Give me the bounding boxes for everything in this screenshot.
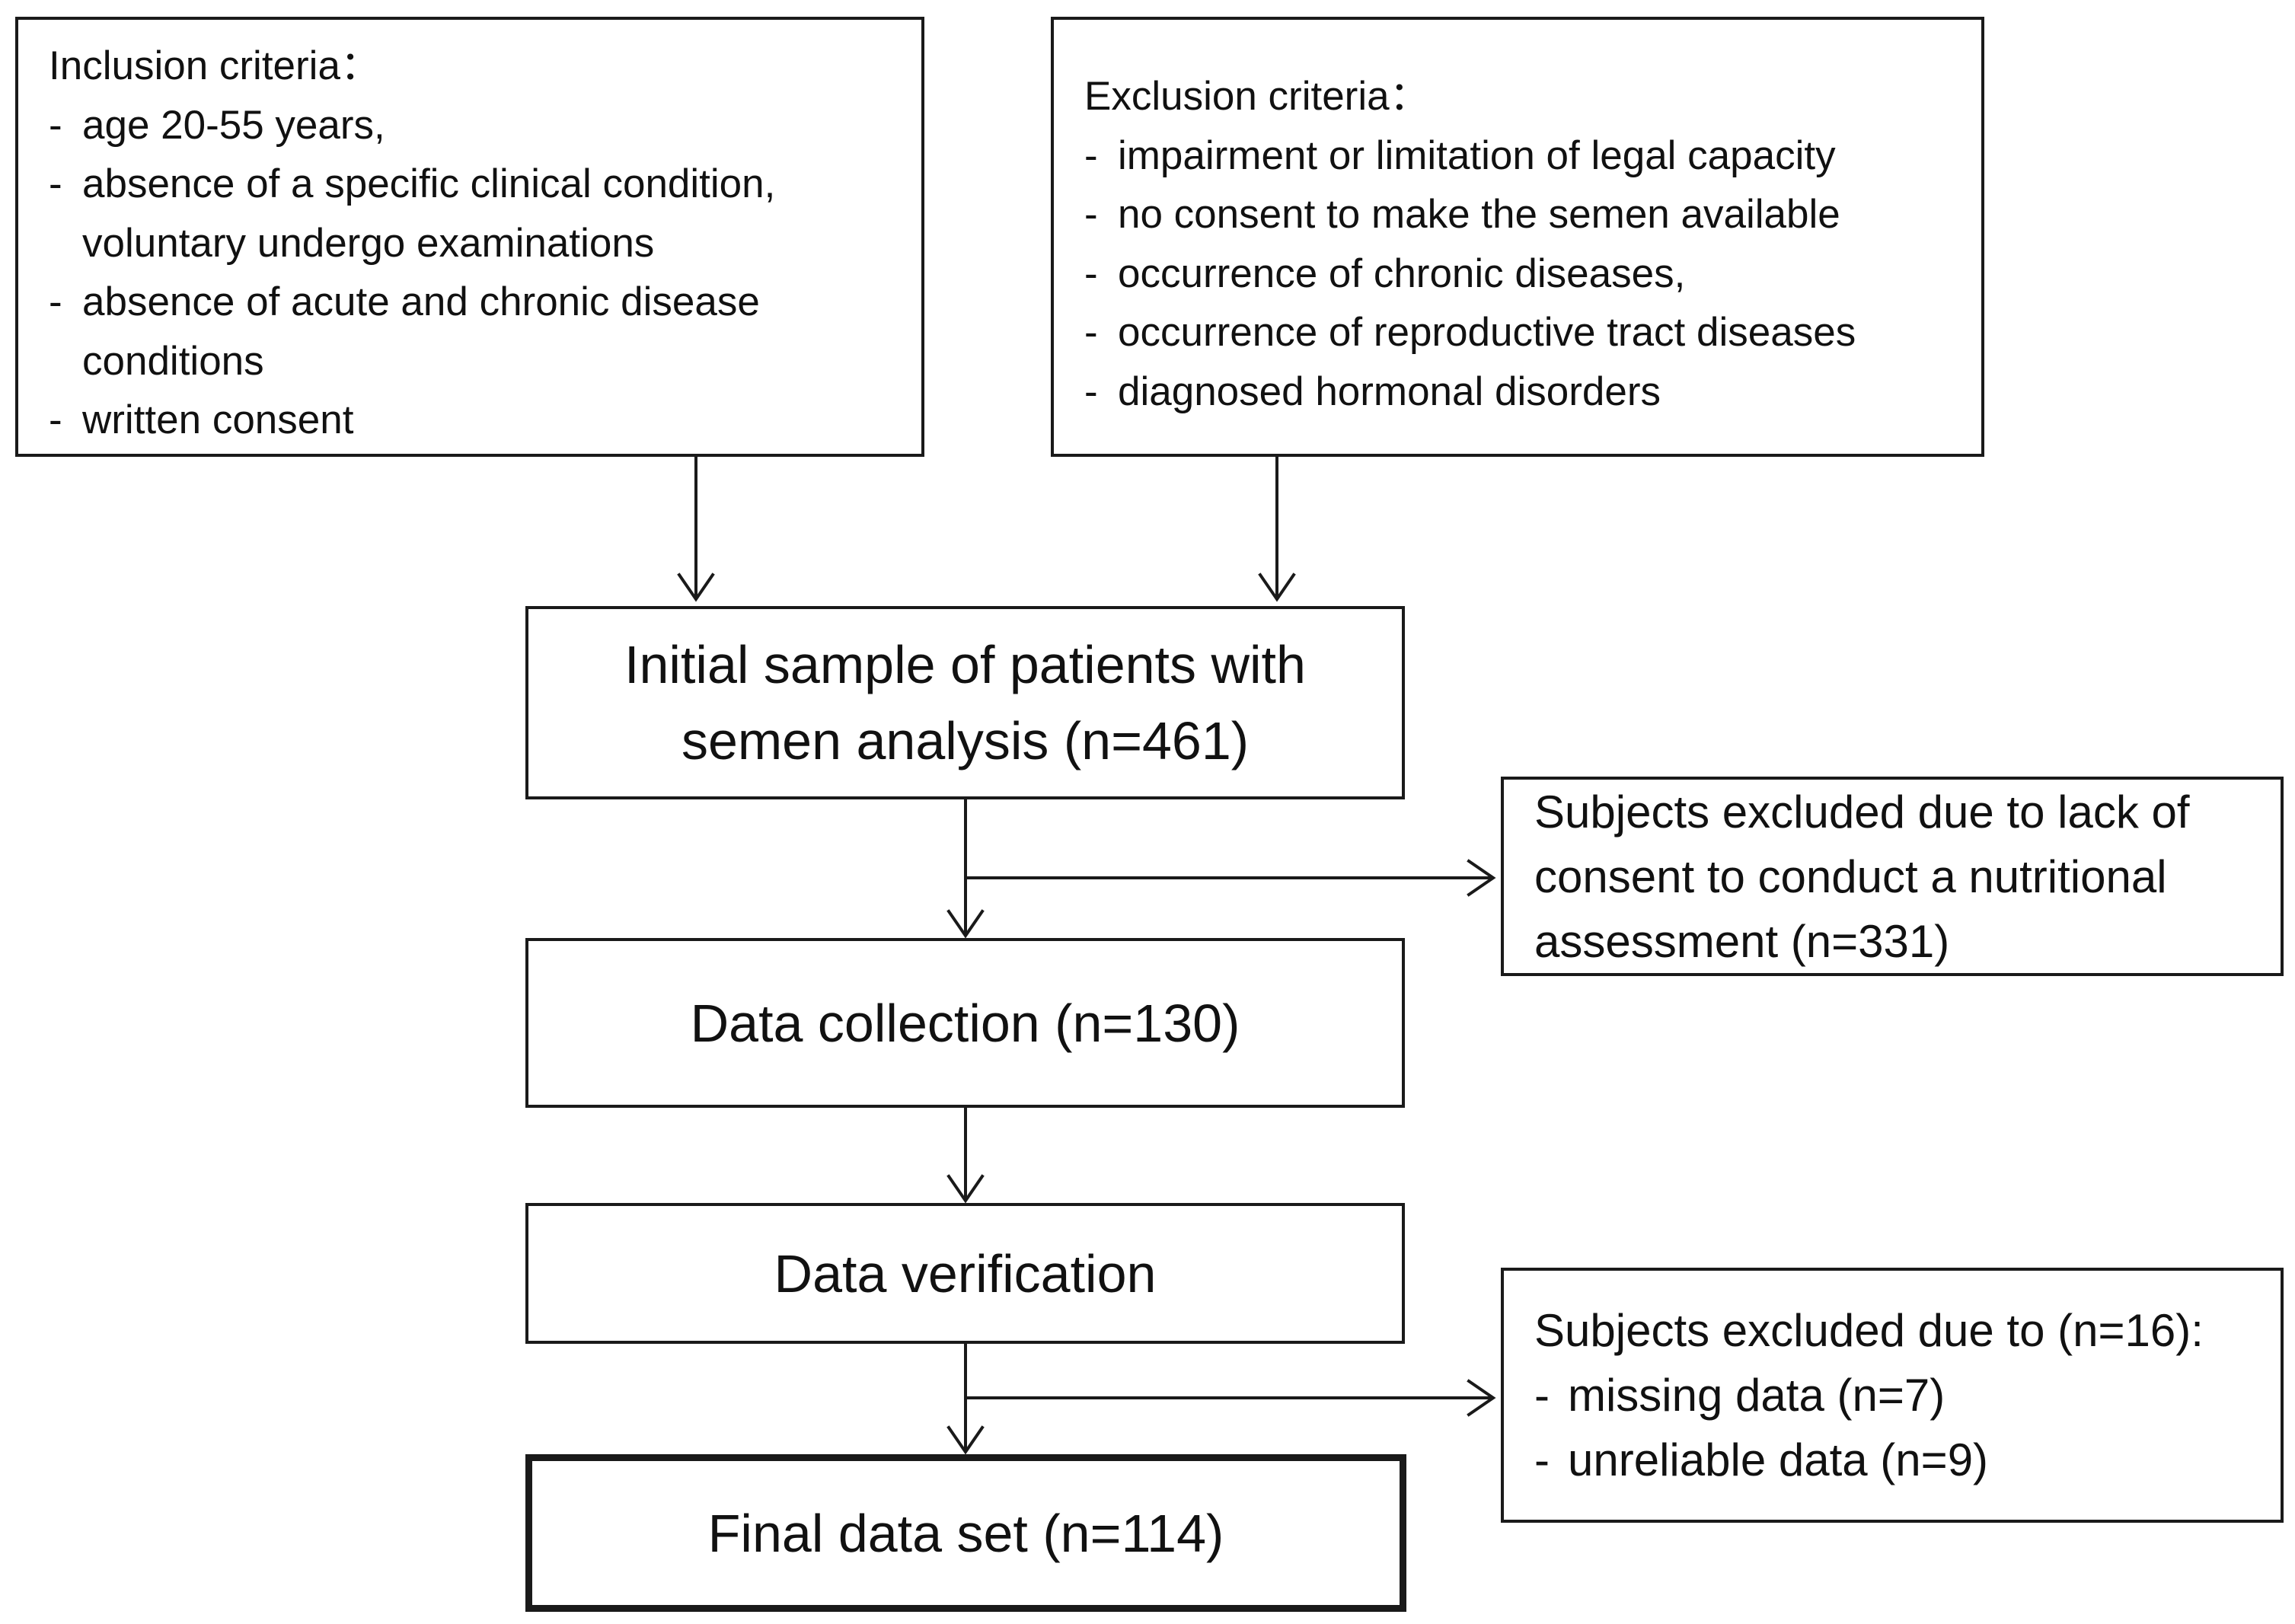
excluded-consent-box: Subjects excluded due to lack of consent… — [1501, 777, 2284, 976]
excluded-data-title: Subjects excluded due to (n=16): — [1534, 1305, 2204, 1356]
exclusion-item: occurrence of reproductive tract disease… — [1084, 303, 1958, 362]
exclusion-criteria-box: Exclusion criteria： impairment or limita… — [1051, 17, 1984, 457]
inclusion-item: written consent — [49, 391, 899, 450]
excluded-data-item: missing data (n=7) — [1534, 1363, 2250, 1428]
initial-sample-label: Initial sample of patients with semen an… — [624, 635, 1306, 771]
arrowhead — [946, 909, 985, 939]
arrowhead — [1467, 1379, 1496, 1417]
excluded-data-box: Subjects excluded due to (n=16): missing… — [1501, 1268, 2284, 1523]
excluded-consent-text: Subjects excluded due to lack of consent… — [1534, 786, 2190, 967]
final-data-set-box: Final data set (n=114) — [525, 1454, 1406, 1612]
inclusion-title: Inclusion criteria： — [49, 43, 381, 88]
arrowhead — [1258, 573, 1296, 602]
inclusion-item: absence of a specific clinical condition… — [49, 155, 899, 273]
data-collection-label: Data collection (n=130) — [690, 993, 1240, 1053]
exclusion-item: diagnosed hormonal disorders — [1084, 362, 1958, 422]
arrowhead — [1467, 859, 1496, 897]
excluded-data-item: unreliable data (n=9) — [1534, 1428, 2250, 1492]
initial-sample-box: Initial sample of patients with semen an… — [525, 606, 1405, 799]
arrowhead — [677, 573, 715, 602]
arrowhead — [946, 1174, 985, 1204]
exclusion-item: no consent to make the semen available — [1084, 185, 1958, 244]
data-verification-label: Data verification — [774, 1243, 1157, 1303]
exclusion-title: Exclusion criteria： — [1084, 74, 1430, 119]
exclusion-item: impairment or limitation of legal capaci… — [1084, 126, 1958, 186]
excluded-data-list: missing data (n=7) unreliable data (n=9) — [1534, 1363, 2250, 1492]
arrowhead — [946, 1425, 985, 1455]
inclusion-item: absence of acute and chronic disease con… — [49, 273, 899, 391]
final-data-set-label: Final data set (n=114) — [707, 1503, 1224, 1563]
exclusion-item: occurrence of chronic diseases, — [1084, 244, 1958, 304]
data-verification-box: Data verification — [525, 1203, 1405, 1344]
inclusion-item: age 20-55 years, — [49, 96, 899, 155]
inclusion-criteria-box: Inclusion criteria： age 20-55 years, abs… — [15, 17, 924, 457]
data-collection-box: Data collection (n=130) — [525, 938, 1405, 1108]
